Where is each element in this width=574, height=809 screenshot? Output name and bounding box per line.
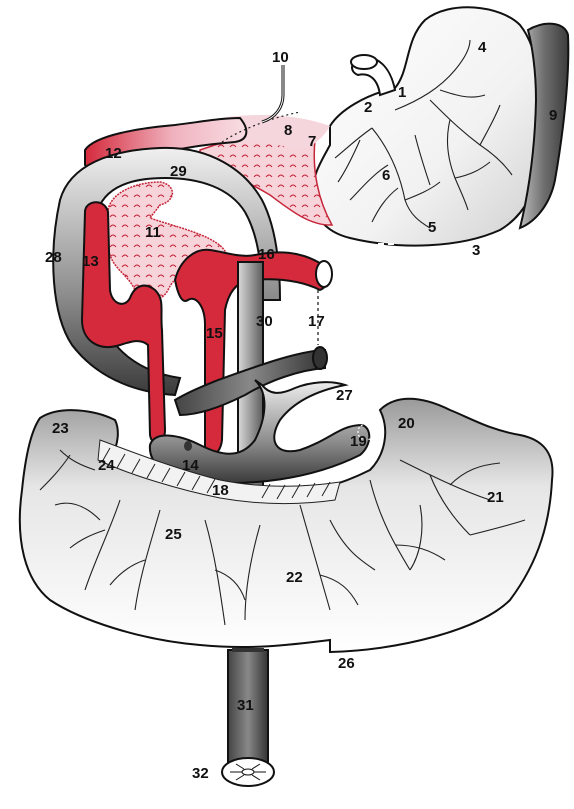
label-25: 25 — [165, 526, 182, 543]
label-16: 16 — [258, 246, 275, 263]
rectum — [222, 648, 274, 786]
label-15: 15 — [206, 325, 223, 342]
anus-opening — [222, 758, 274, 786]
label-17: 17 — [308, 313, 325, 330]
label-27: 27 — [336, 387, 353, 404]
label-24: 24 — [98, 457, 115, 474]
label-3: 3 — [472, 242, 480, 259]
label-32: 32 — [192, 765, 209, 782]
label-29: 29 — [170, 163, 187, 180]
label-10: 10 — [272, 49, 289, 66]
label-23: 23 — [52, 420, 69, 437]
label-21: 21 — [487, 489, 504, 506]
omentum — [20, 399, 553, 652]
label-5: 5 — [428, 219, 436, 236]
nerve-stub — [262, 65, 283, 122]
label-22: 22 — [286, 569, 303, 586]
label-14: 14 — [182, 457, 199, 474]
label-11: 11 — [145, 224, 161, 241]
label-30: 30 — [256, 313, 273, 330]
label-19: 19 — [350, 433, 367, 450]
label-13: 13 — [82, 253, 99, 270]
label-6: 6 — [382, 167, 390, 184]
label-4: 4 — [478, 39, 487, 56]
label-28: 28 — [45, 249, 62, 266]
stomach — [312, 7, 568, 245]
label-26: 26 — [338, 655, 355, 672]
label-7: 7 — [308, 133, 316, 150]
label-8: 8 — [284, 122, 292, 139]
esophagus-opening — [351, 55, 377, 69]
label-1: 1 — [398, 84, 406, 101]
label-31: 31 — [237, 697, 254, 714]
label-12: 12 — [105, 145, 122, 162]
label-9: 9 — [549, 107, 557, 124]
label-18: 18 — [212, 482, 229, 499]
label-20: 20 — [398, 415, 415, 432]
label-2: 2 — [364, 99, 372, 116]
